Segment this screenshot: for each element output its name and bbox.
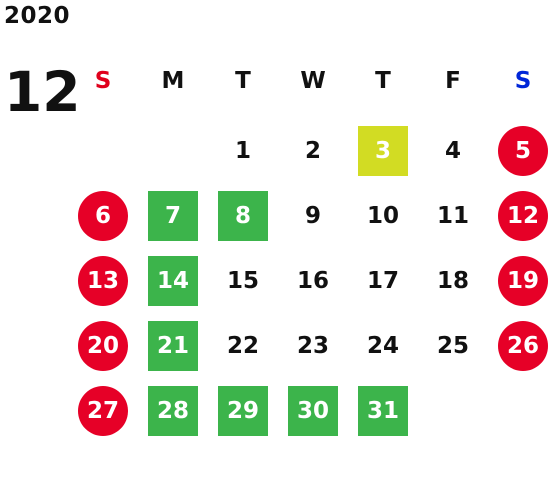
calendar-day: 16	[296, 268, 329, 294]
year-label: 2020	[4, 3, 71, 29]
calendar-day: 18	[436, 268, 469, 294]
calendar-day: 3	[358, 126, 408, 176]
calendar-day: 8	[218, 191, 268, 241]
weekday-thu: T	[375, 68, 391, 94]
calendar-day: 27	[78, 386, 128, 436]
calendar-day: 31	[358, 386, 408, 436]
weekday-mon: M	[161, 68, 185, 94]
weekday-wed: W	[300, 68, 326, 94]
calendar-day: 12	[498, 191, 548, 241]
calendar-day: 19	[498, 256, 548, 306]
calendar-day: 28	[148, 386, 198, 436]
calendar-day: 13	[78, 256, 128, 306]
month-number: 12	[4, 60, 81, 124]
calendar-day: 14	[148, 256, 198, 306]
calendar-day: 10	[366, 203, 399, 229]
calendar-day: 20	[78, 321, 128, 371]
calendar-day: 1	[234, 138, 251, 164]
calendar-day: 11	[436, 203, 469, 229]
weekday-sat: S	[514, 68, 532, 94]
calendar-day: 22	[226, 333, 259, 359]
calendar-day: 30	[288, 386, 338, 436]
calendar-day: 21	[148, 321, 198, 371]
calendar-day: 17	[366, 268, 399, 294]
calendar-day: 25	[436, 333, 469, 359]
weekday-fri: F	[445, 68, 461, 94]
weekday-tue: T	[235, 68, 251, 94]
calendar-day: 29	[218, 386, 268, 436]
calendar-day: 5	[498, 126, 548, 176]
calendar-day: 23	[296, 333, 329, 359]
calendar-day: 7	[148, 191, 198, 241]
calendar-day: 15	[226, 268, 259, 294]
calendar-day: 9	[304, 203, 321, 229]
calendar-day: 26	[498, 321, 548, 371]
calendar-day: 24	[366, 333, 399, 359]
calendar-day: 6	[78, 191, 128, 241]
weekday-sun: S	[94, 68, 112, 94]
calendar-day: 2	[304, 138, 321, 164]
calendar-day: 4	[444, 138, 461, 164]
